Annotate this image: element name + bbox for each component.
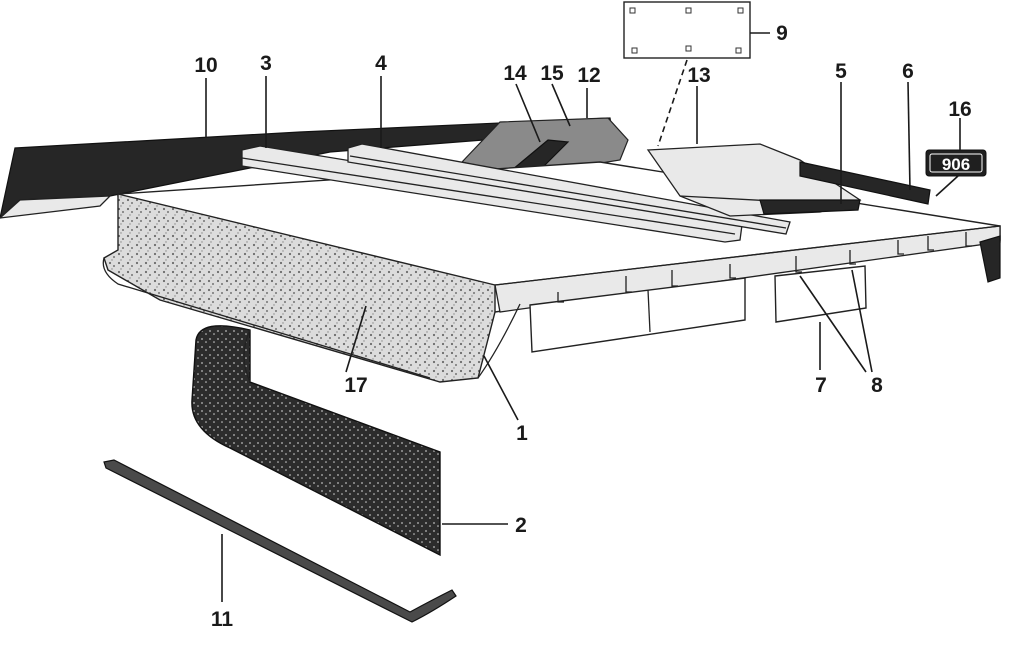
callout-14: 14 — [503, 62, 527, 85]
badge-text: 906 — [942, 155, 970, 174]
callout-10: 10 — [194, 54, 217, 77]
part-3-rail — [241, 145, 743, 243]
part-8-clips — [557, 232, 972, 303]
callout-1: 1 — [516, 422, 528, 445]
callout-3: 3 — [260, 52, 272, 75]
part-10-rear-baffle — [0, 117, 613, 219]
callout-12: 12 — [577, 64, 600, 87]
leader-lines — [205, 32, 961, 602]
part-2-side-skirt — [191, 325, 441, 557]
part-11-strip — [103, 459, 457, 623]
callout-9: 9 — [776, 22, 788, 45]
callout-16: 16 — [948, 98, 971, 121]
callout-5: 5 — [835, 60, 847, 83]
callout-7: 7 — [815, 374, 827, 397]
part-16-badge: 906 — [925, 149, 987, 177]
part-5-rail — [759, 199, 861, 215]
part-9-plate — [623, 1, 751, 59]
callout-15: 15 — [540, 62, 564, 85]
callout-4: 4 — [375, 52, 387, 75]
part-7-shields — [529, 265, 867, 353]
callout-8: 8 — [871, 374, 883, 397]
right-skid — [979, 235, 1001, 283]
callout-6: 6 — [902, 60, 914, 83]
callout-2: 2 — [515, 514, 527, 537]
callout-17: 17 — [344, 374, 367, 397]
callout-13: 13 — [687, 64, 710, 87]
part-4-rail — [347, 143, 791, 235]
callout-numbers: 1 2 3 4 5 6 7 8 9 10 11 12 13 14 15 16 1… — [194, 22, 971, 631]
part-1-front-skirt — [102, 193, 521, 383]
part-6-rail — [799, 161, 931, 205]
callout-11: 11 — [211, 608, 234, 631]
